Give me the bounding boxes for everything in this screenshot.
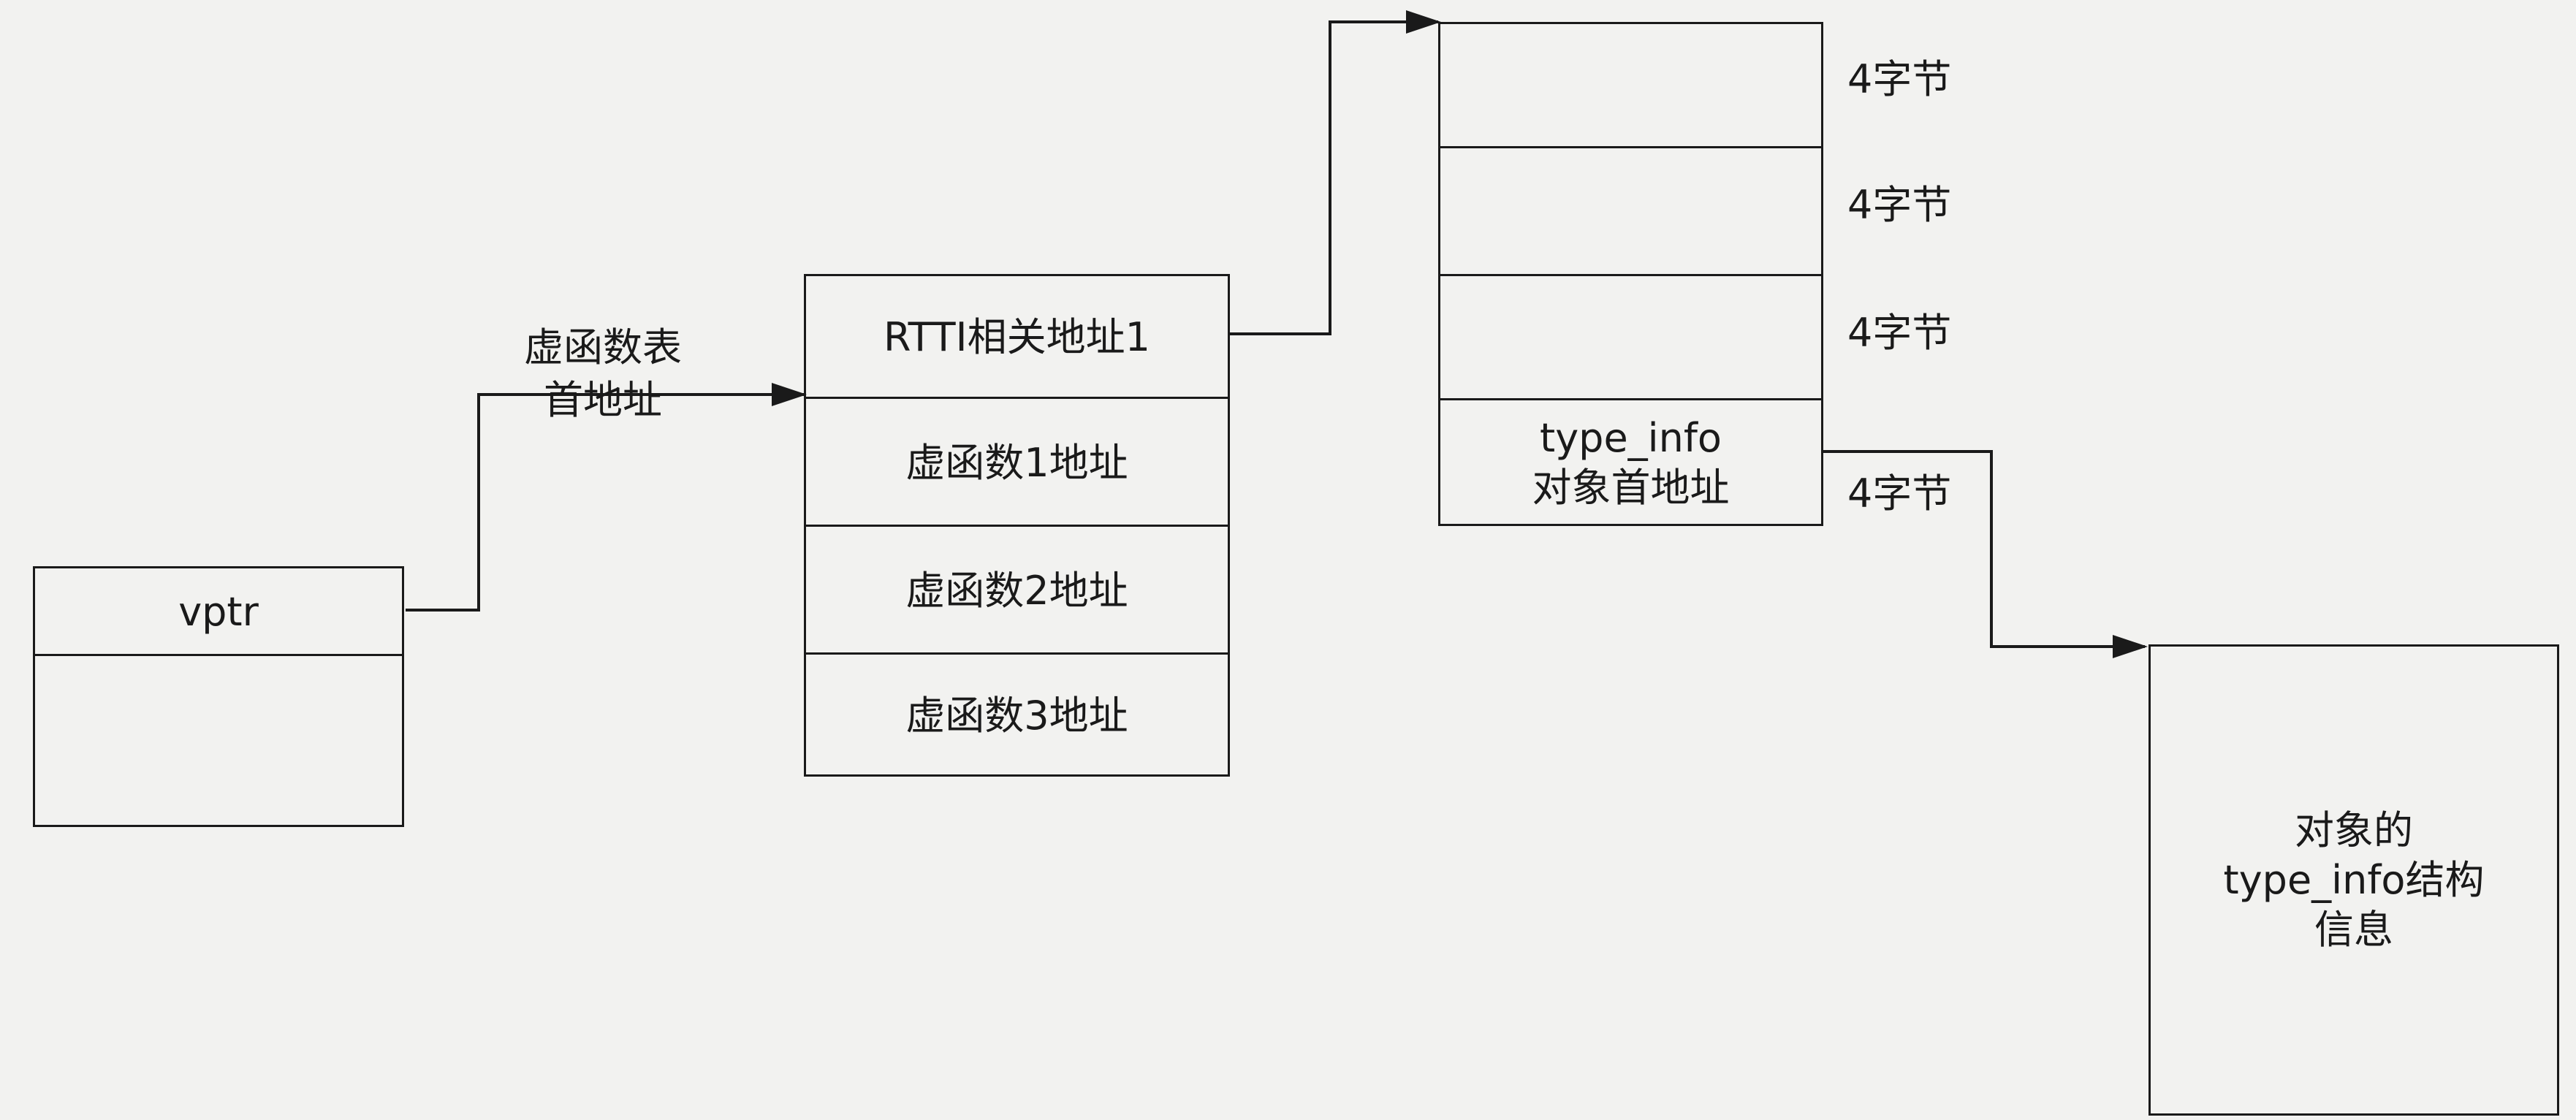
type-info-box: 对象的 type_info结构 信息 [2148, 644, 2559, 1116]
object-box: vptr [33, 566, 404, 827]
vtable-pointer-label: 虚函数表 首地址 [524, 324, 682, 423]
byte-label: 4字节 [1847, 182, 1952, 228]
rtti-divider [1440, 398, 1821, 400]
byte-label: 4字节 [1847, 471, 1952, 517]
vptr-cell: vptr [35, 568, 402, 656]
vtable-row-vfunc1: 虚函数1地址 [905, 439, 1128, 486]
vtable-divider [806, 652, 1228, 655]
vptr-to-vtable-arrow [406, 383, 807, 612]
vtable-row-rtti: RTTI相关地址1 [884, 314, 1150, 360]
rtti-cell-2 [1440, 148, 1821, 276]
rtti-divider [1440, 274, 1821, 276]
vtable-box: RTTI相关地址1 虚函数1地址 虚函数2地址 虚函数3地址 [804, 274, 1230, 777]
vptr-label: vptr [178, 589, 259, 635]
rtti-to-block-arrow [1230, 10, 1441, 335]
type-info-text: 对象的 type_info结构 信息 [2223, 807, 2485, 953]
rtti-cell-3 [1440, 276, 1821, 400]
vtable-row-vfunc3: 虚函数3地址 [905, 692, 1128, 739]
vtable-divider [806, 525, 1228, 527]
object-box-divider [35, 654, 402, 656]
byte-label: 4字节 [1847, 56, 1952, 102]
vtable-divider [806, 397, 1228, 399]
rtti-cell-1 [1440, 24, 1821, 148]
typeinfo-to-struct-arrow [1823, 450, 2148, 658]
byte-label: 4字节 [1847, 310, 1952, 356]
rtti-block: type_info 对象首地址 [1438, 22, 1823, 526]
rtti-cell-typeinfo: type_info 对象首地址 [1532, 415, 1730, 511]
rtti-divider [1440, 146, 1821, 148]
vtable-row-vfunc2: 虚函数2地址 [905, 567, 1128, 614]
